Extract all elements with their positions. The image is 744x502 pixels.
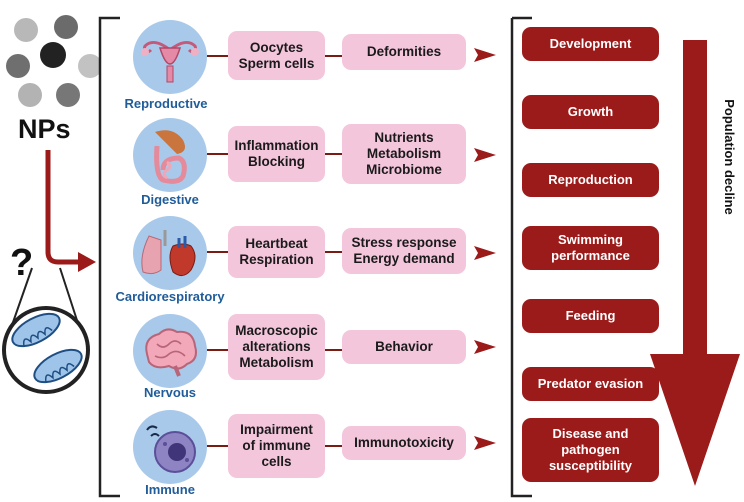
nanoparticle-icon	[54, 15, 78, 39]
system-label-digestive: Digestive	[141, 192, 199, 207]
arrow-right-icon	[474, 246, 496, 260]
system-label-nervous: Nervous	[143, 385, 197, 400]
population-decline-arrow	[650, 40, 740, 486]
consequence-feeding: Feeding	[522, 299, 659, 333]
nanoparticle-icon	[78, 54, 100, 78]
consequence-development: Development	[522, 27, 659, 61]
system-label-reproductive: Reproductive	[124, 96, 208, 111]
np-arrow	[45, 150, 96, 272]
arrow-right-icon	[474, 148, 496, 162]
lungs-heart-icon	[141, 230, 196, 276]
outcome-box-reproductive: Deformities	[342, 34, 466, 70]
mitochondria-icon	[2, 267, 90, 394]
question-mark: ?	[10, 242, 34, 284]
consequence-reproduction: Reproduction	[522, 163, 659, 197]
right-bracket	[510, 16, 532, 498]
consequence-predator-evasion: Predator evasion	[522, 367, 659, 401]
effect-box-cardiorespiratory: Heartbeat Respiration	[228, 226, 325, 278]
np-label: NPs	[18, 114, 71, 144]
nanoparticle-icon	[14, 18, 38, 42]
effect-box-digestive: Inflammation Blocking	[228, 126, 325, 182]
effect-box-reproductive: Oocytes Sperm cells	[228, 31, 325, 80]
system-label-cardiorespiratory: Cardiorespiratory	[115, 289, 225, 304]
consequence-disease-susceptibility: Disease and pathogen susceptibility	[522, 418, 659, 482]
consequence-swimming-performance: Swimming performance	[522, 226, 659, 270]
outcome-box-cardiorespiratory: Stress response Energy demand	[342, 228, 466, 274]
consequence-growth: Growth	[522, 95, 659, 129]
nanoparticle-icon	[56, 83, 80, 107]
outcome-box-immune: Immunotoxicity	[342, 426, 466, 460]
outcome-box-digestive: Nutrients Metabolism Microbiome	[342, 124, 466, 184]
immune-cell-icon	[146, 425, 196, 473]
arrow-right-icon	[474, 436, 496, 450]
nanoparticle-icon	[6, 54, 30, 78]
brain-icon	[145, 328, 197, 377]
arrow-right-icon	[474, 340, 496, 354]
immune-circle	[133, 410, 207, 484]
nanoparticle-icon	[18, 83, 42, 107]
uterus-icon	[141, 41, 199, 83]
nanoparticles-group	[6, 15, 100, 107]
digestive-circle	[133, 118, 207, 192]
nanoparticle-icon	[40, 42, 66, 68]
nervous-circle	[133, 314, 207, 388]
outcome-box-nervous: Behavior	[342, 330, 466, 364]
reproductive-circle	[133, 20, 207, 94]
left-bracket	[98, 16, 120, 498]
system-label-immune: Immune	[145, 482, 195, 497]
population-decline-label: Population decline	[722, 99, 737, 215]
arrow-right-icon	[474, 48, 496, 62]
effect-box-immune: Impairment of immune cells	[228, 414, 325, 478]
digestive-tract-icon	[154, 130, 187, 184]
cardiorespiratory-circle	[133, 216, 207, 290]
effect-box-nervous: Macroscopic alterations Metabolism	[228, 314, 325, 380]
